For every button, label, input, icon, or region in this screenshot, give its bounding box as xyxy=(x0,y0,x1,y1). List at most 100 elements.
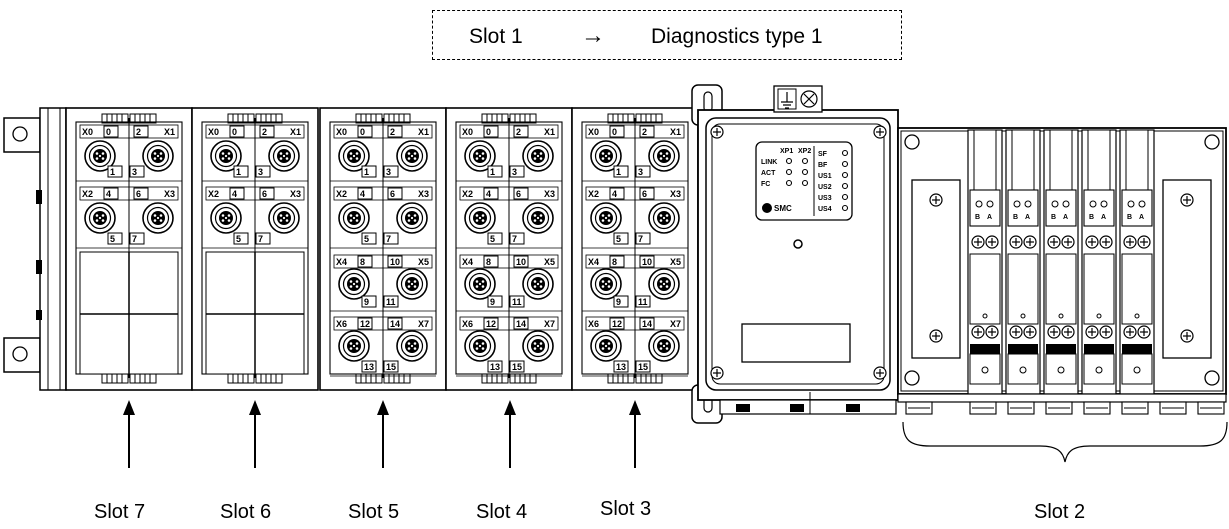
led-us1-label: US1 xyxy=(818,173,832,180)
channel-led-label: 0 xyxy=(232,127,237,137)
connector-label: X6 xyxy=(462,319,473,329)
channel-led-label: 4 xyxy=(360,189,365,199)
channel-led-label: 14 xyxy=(642,319,652,329)
channel-led-label: 12 xyxy=(612,319,622,329)
m12-connector-icon xyxy=(464,330,496,362)
channel-led-label: 14 xyxy=(516,319,526,329)
channel-led-label: 10 xyxy=(390,257,400,267)
bottom-tabs xyxy=(129,373,157,384)
connector-label: X1 xyxy=(164,127,175,137)
slot-label-4: Slot 4 xyxy=(476,501,528,523)
port-b-label: B xyxy=(1089,214,1094,221)
manual-override-icon xyxy=(1009,235,1023,249)
channel-led-label: 7 xyxy=(132,234,137,244)
connector-label: X3 xyxy=(418,189,429,199)
bottom-tabs xyxy=(255,373,283,384)
channel-led-label: 3 xyxy=(512,167,517,177)
channel-led-label: 1 xyxy=(364,167,369,177)
channel-led-label: 4 xyxy=(232,189,237,199)
one-touch-fitting xyxy=(905,401,933,415)
channel-led-label: 11 xyxy=(386,297,396,307)
bottom-tabs xyxy=(635,373,663,384)
xp1-header: XP1 xyxy=(780,148,793,155)
bottom-tabs xyxy=(227,373,255,384)
m12-connector-icon xyxy=(396,268,428,300)
channel-led-label: 13 xyxy=(490,362,500,372)
connector-label: X0 xyxy=(462,127,473,137)
m12-connector-icon xyxy=(464,202,496,234)
channel-led-label: 2 xyxy=(516,127,521,137)
manual-override-icon xyxy=(971,325,985,339)
legend-slot: Slot 1 xyxy=(469,25,523,48)
connector-label: X1 xyxy=(418,127,429,137)
led-us4-label: US4 xyxy=(818,206,832,213)
slot2-brace xyxy=(902,421,1228,463)
m12-connector-icon xyxy=(142,140,174,172)
channel-led-label: 3 xyxy=(638,167,643,177)
connector-label: X5 xyxy=(544,257,555,267)
connector-label: X3 xyxy=(290,189,301,199)
channel-led-label: 5 xyxy=(110,234,115,244)
m12-connector-icon xyxy=(522,202,554,234)
one-touch-fitting xyxy=(1121,401,1149,415)
port-b-label: B xyxy=(1051,214,1056,221)
one-touch-fitting xyxy=(1159,401,1187,415)
manual-override-icon xyxy=(985,235,999,249)
channel-led-label: 6 xyxy=(136,189,141,199)
channel-led-label: 3 xyxy=(386,167,391,177)
port-b-label: B xyxy=(1127,214,1132,221)
xp2-header: XP2 xyxy=(798,148,811,155)
channel-led-label: 0 xyxy=(360,127,365,137)
led-link-label: LINK xyxy=(761,159,777,166)
connector-label: X3 xyxy=(544,189,555,199)
connector-label: X7 xyxy=(544,319,555,329)
channel-led-label: 1 xyxy=(236,167,241,177)
legend-description: Diagnostics type 1 xyxy=(651,25,823,48)
connector-label: X1 xyxy=(290,127,301,137)
slot-label-6: Slot 6 xyxy=(220,501,272,523)
channel-led-label: 5 xyxy=(236,234,241,244)
manual-override-icon xyxy=(1009,325,1023,339)
channel-led-label: 4 xyxy=(612,189,617,199)
bottom-tabs xyxy=(607,373,635,384)
port-a-label: A xyxy=(987,214,992,221)
channel-led-label: 5 xyxy=(364,234,369,244)
manual-override-icon xyxy=(1123,325,1137,339)
channel-led-label: 8 xyxy=(612,257,617,267)
channel-led-label: 7 xyxy=(512,234,517,244)
connector-label: X6 xyxy=(336,319,347,329)
m12-connector-icon xyxy=(522,330,554,362)
m12-connector-icon xyxy=(522,140,554,172)
one-touch-fitting xyxy=(1197,401,1225,415)
slot-label-7: Slot 7 xyxy=(94,501,146,523)
brand-label: SMC xyxy=(774,204,792,213)
left-end-plate xyxy=(3,107,67,391)
m12-connector-icon xyxy=(648,140,680,172)
connector-label: X4 xyxy=(462,257,473,267)
m12-connector-icon xyxy=(338,202,370,234)
channel-led-label: 12 xyxy=(360,319,370,329)
port-a-label: A xyxy=(1101,214,1106,221)
m12-connector-icon xyxy=(338,268,370,300)
valve-fittings xyxy=(905,401,1225,415)
bottom-tabs xyxy=(509,373,537,384)
manual-override-icon xyxy=(1137,325,1151,339)
channel-led-label: 0 xyxy=(612,127,617,137)
channel-led-label: 7 xyxy=(386,234,391,244)
smc-logo-icon xyxy=(762,203,772,213)
m12-connector-icon xyxy=(268,140,300,172)
one-touch-fitting xyxy=(969,401,997,415)
channel-led-label: 15 xyxy=(386,362,396,372)
channel-led-label: 5 xyxy=(490,234,495,244)
connector-label: X3 xyxy=(164,189,175,199)
channel-led-label: 13 xyxy=(616,362,626,372)
manual-override-icon xyxy=(1123,235,1137,249)
